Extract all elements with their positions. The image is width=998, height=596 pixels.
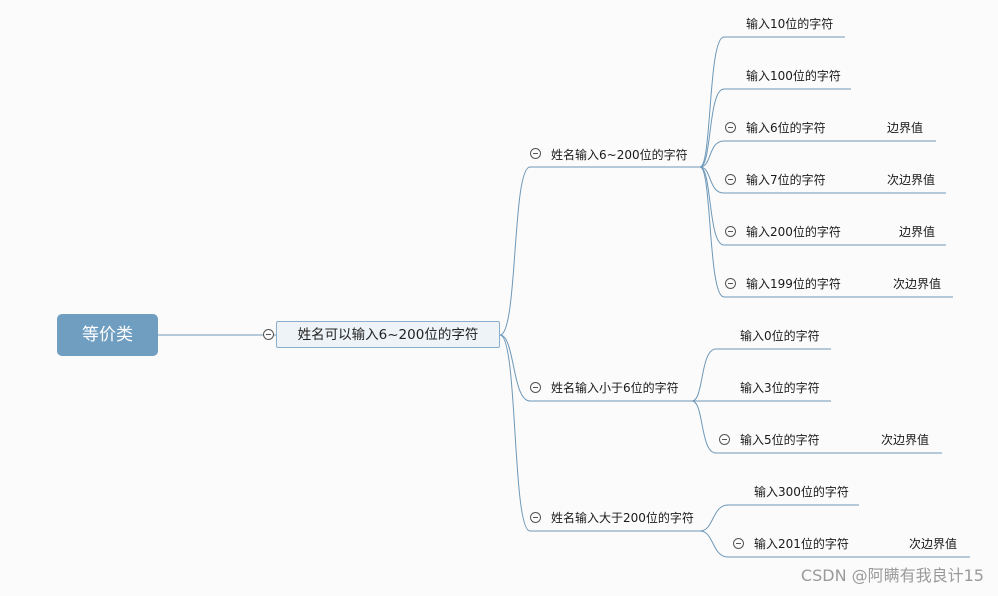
root-node[interactable]: 等价类 [57,314,158,356]
connector-main-group-3 [499,334,700,532]
child-node[interactable]: 输入5位的字符 [740,433,820,447]
child-note: 次边界值 [887,173,936,187]
child-node[interactable]: 输入10位的字符 [746,17,834,31]
collapse-icon[interactable] [530,382,541,393]
child-node[interactable]: 输入7位的字符 [746,173,826,187]
child-note: 次边界值 [909,537,958,551]
child-note: 边界值 [899,225,936,239]
connector-g2-c3 [691,400,942,454]
collapse-icon[interactable] [719,434,730,445]
connector-g3-c2 [699,530,970,558]
connector-main-group-1 [499,166,700,336]
connector-main-group-2 [499,334,692,402]
connector-g1-c5 [699,166,946,246]
connector-g1-c3 [699,140,936,168]
child-node[interactable]: 输入0位的字符 [740,329,820,343]
child-node[interactable]: 输入199位的字符 [746,277,841,291]
connector-g1-c1 [699,36,845,168]
group-node-3[interactable]: 姓名输入大于200位的字符 [551,511,694,525]
group-node-2[interactable]: 姓名输入小于6位的字符 [551,381,679,395]
collapse-icon[interactable] [725,278,736,289]
collapse-icon[interactable] [725,226,736,237]
collapse-icon[interactable] [530,148,541,159]
child-node[interactable]: 输入6位的字符 [746,121,826,135]
connector-g2-c1 [691,348,831,402]
collapse-icon[interactable] [263,329,274,340]
collapse-icon[interactable] [725,174,736,185]
child-node[interactable]: 输入300位的字符 [754,485,849,499]
child-note: 次边界值 [881,433,930,447]
collapse-icon[interactable] [733,538,744,549]
connector-g1-c2 [699,88,851,168]
connector-g3-c1 [699,504,859,532]
collapse-icon[interactable] [530,512,541,523]
child-node[interactable]: 输入100位的字符 [746,69,841,83]
child-node[interactable]: 输入201位的字符 [754,537,849,551]
main-topic-node[interactable]: 姓名可以输入6~200位的字符 [276,321,500,348]
watermark: CSDN @阿瞒有我良计15 [800,566,984,585]
collapse-icon[interactable] [725,122,736,133]
child-node[interactable]: 输入200位的字符 [746,225,841,239]
child-note: 次边界值 [893,277,942,291]
child-note: 边界值 [887,121,924,135]
connector-g1-c6 [699,166,953,298]
group-node-1[interactable]: 姓名输入6~200位的字符 [551,148,688,162]
connector-g1-c4 [699,166,946,194]
child-node[interactable]: 输入3位的字符 [740,381,820,395]
